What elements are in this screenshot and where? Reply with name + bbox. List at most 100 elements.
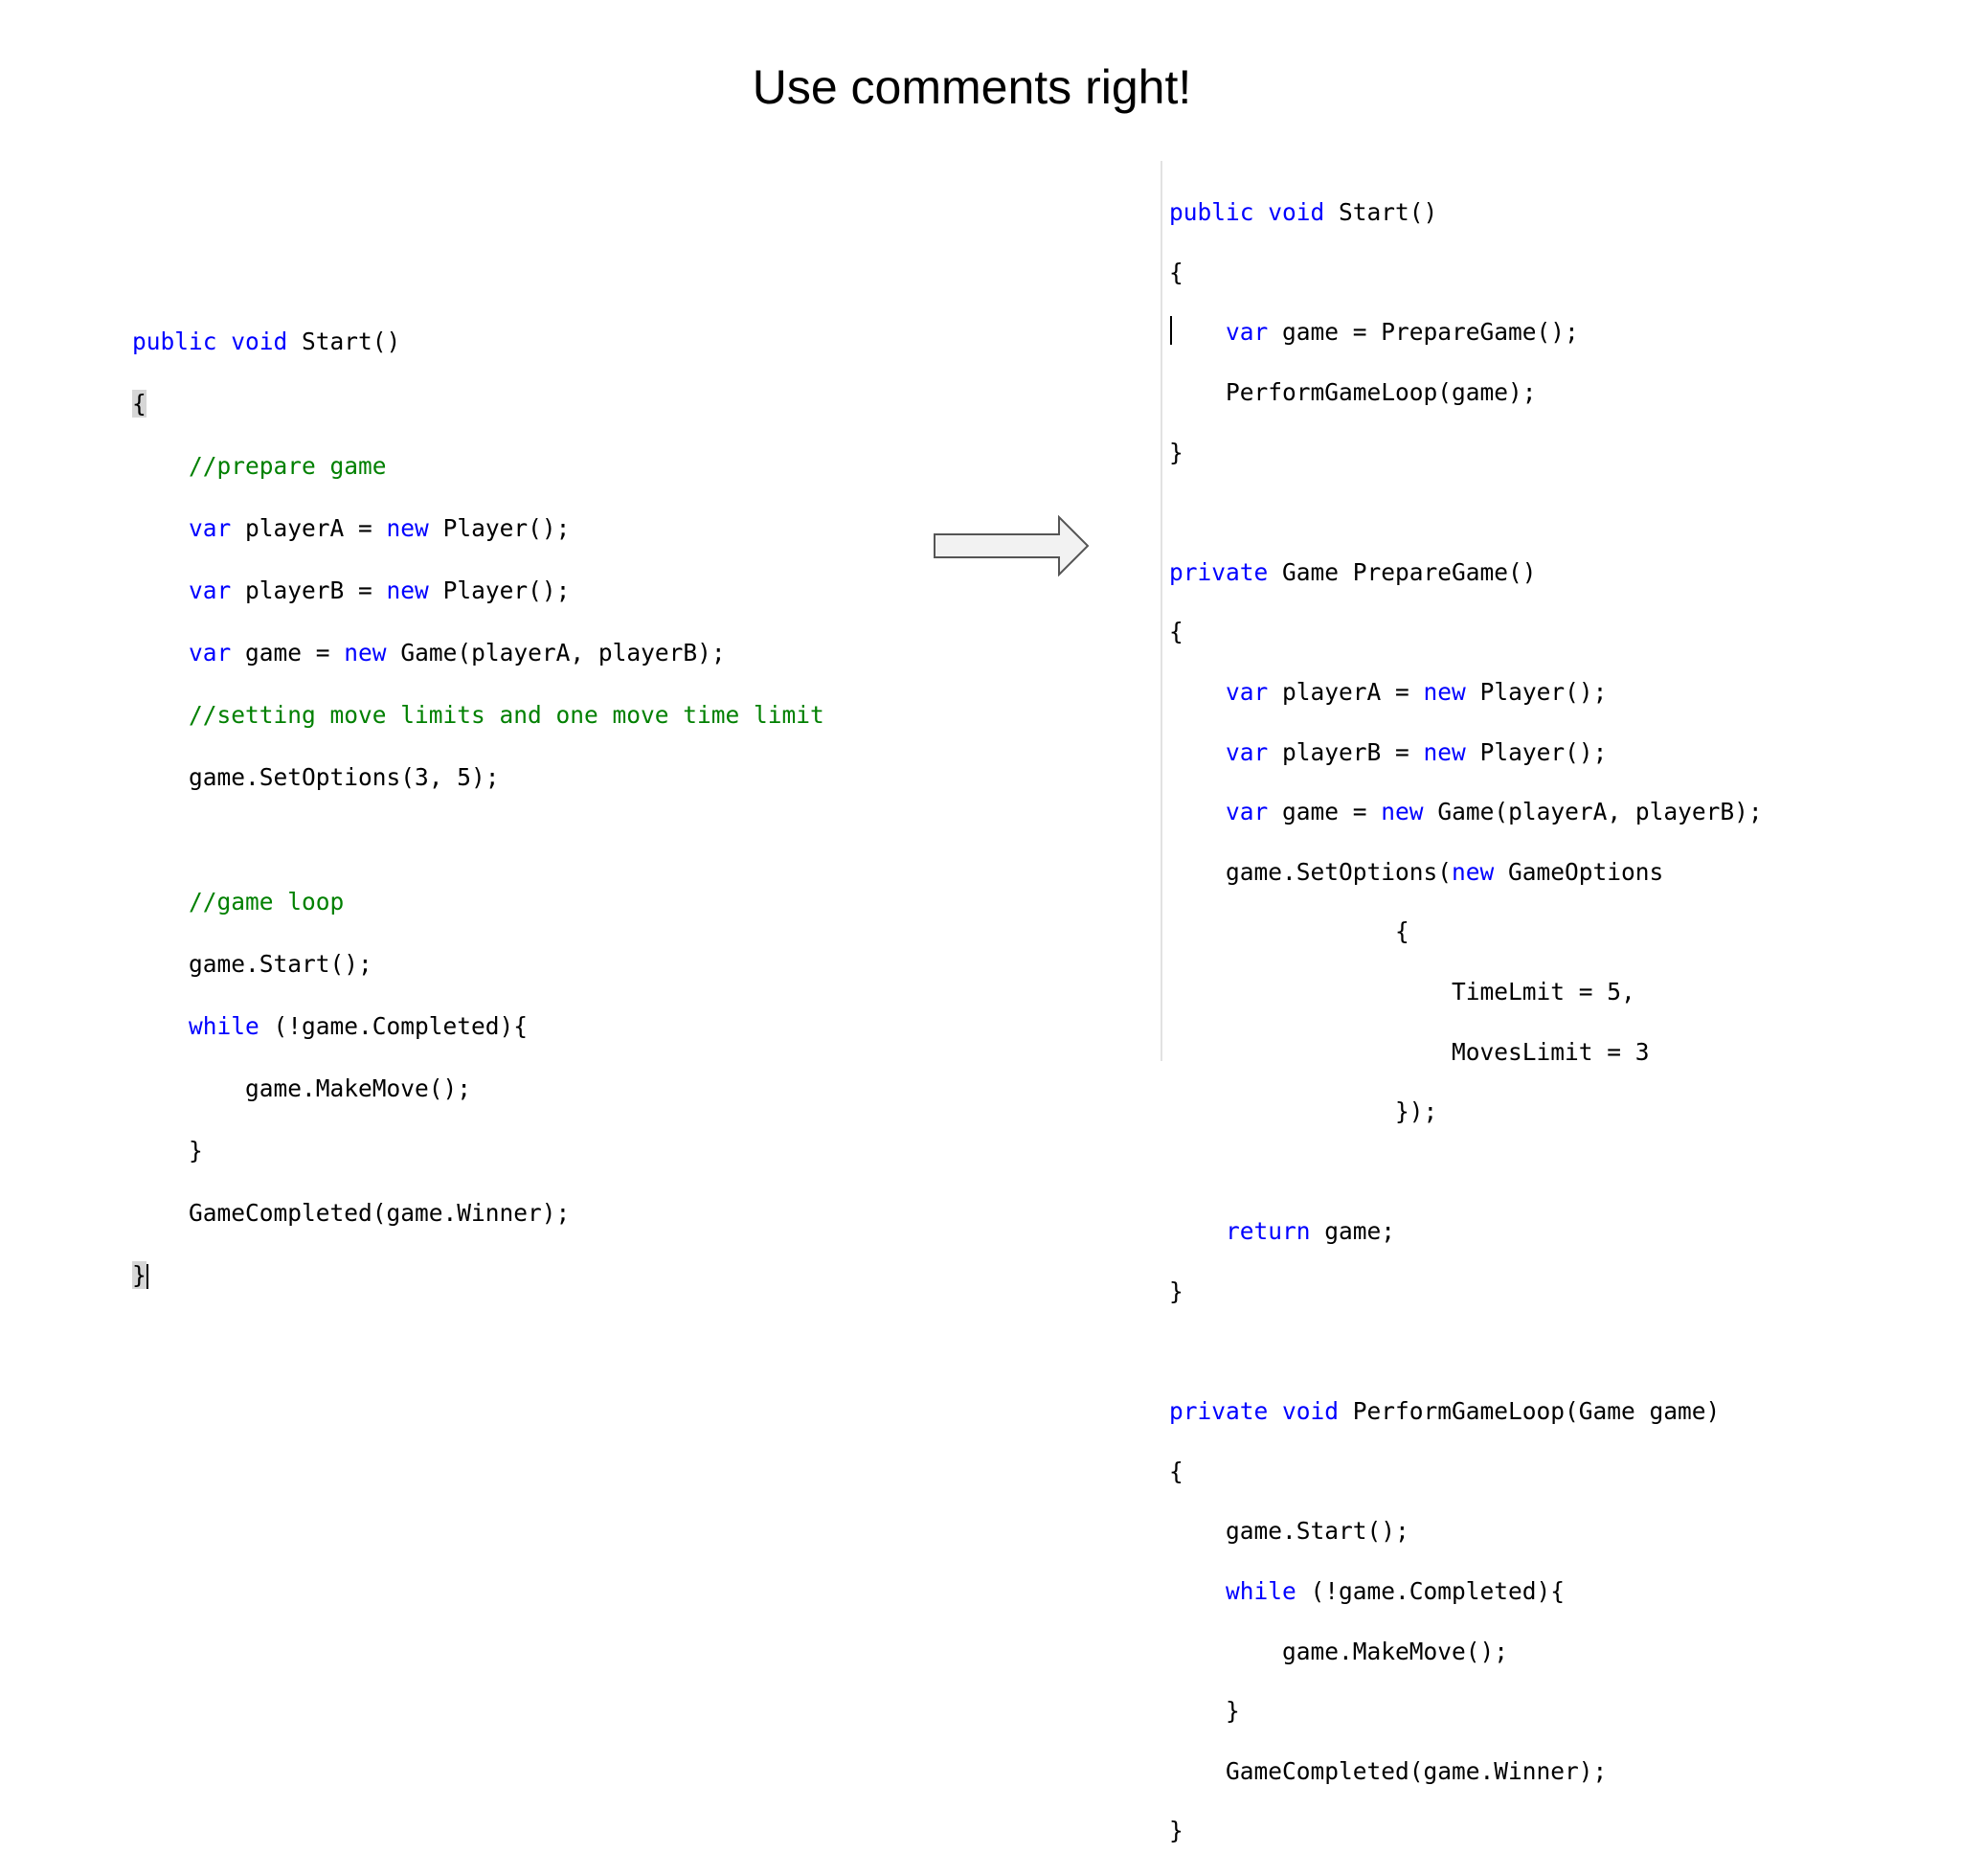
code-line-empty — [1169, 1157, 1763, 1187]
code-keyword: var — [1226, 737, 1269, 766]
code-text: MovesLimit = 3 — [1452, 1037, 1650, 1066]
code-line: GameCompleted(game.Winner); — [1169, 1756, 1763, 1786]
code-keyword: void — [231, 327, 288, 355]
code-keyword: var — [189, 576, 232, 604]
code-text: } — [1169, 438, 1183, 466]
code-line: GameCompleted(game.Winner); — [132, 1198, 824, 1230]
code-text: playerB = — [231, 576, 387, 604]
code-line: { — [1169, 258, 1763, 287]
code-line: } — [1169, 1696, 1763, 1726]
code-text: }); — [1395, 1097, 1438, 1126]
slide-title: Use comments right! — [752, 60, 1192, 114]
code-text: GameCompleted(game.Winner); — [1226, 1756, 1608, 1785]
code-text: Player(); — [1465, 737, 1608, 766]
code-line: PerformGameLoop(game); — [1169, 377, 1763, 407]
code-keyword: var — [189, 513, 232, 542]
code-text: { — [1169, 618, 1183, 646]
code-line: game.SetOptions(3, 5); — [132, 762, 824, 794]
code-text: Start() — [1324, 198, 1438, 227]
code-line: MovesLimit = 3 — [1169, 1037, 1763, 1067]
code-text: game.SetOptions(3, 5); — [189, 762, 500, 791]
code-text: PerformGameLoop(game); — [1226, 378, 1537, 407]
code-text: (!game.Completed){ — [259, 1011, 529, 1040]
code-keyword: public — [1169, 198, 1254, 227]
code-line: }); — [1169, 1096, 1763, 1126]
code-line: var game = new Game(playerA, playerB); — [132, 638, 824, 669]
code-text: (!game.Completed){ — [1296, 1576, 1566, 1605]
code-line: game.MakeMove(); — [1169, 1637, 1763, 1666]
text-caret — [146, 1263, 148, 1289]
code-text: game.Start(); — [189, 949, 372, 978]
code-line-empty — [1169, 497, 1763, 527]
code-text: game = PrepareGame(); — [1268, 318, 1579, 347]
code-line: public void Start() — [1169, 197, 1763, 227]
code-text: TimeLmit = 5, — [1452, 978, 1635, 1006]
code-keyword: new — [386, 576, 429, 604]
code-line: } — [1169, 1277, 1763, 1306]
code-keyword: new — [1423, 737, 1466, 766]
code-keyword: while — [189, 1011, 259, 1040]
brace-match-highlight: } — [132, 1260, 147, 1289]
code-text: Player(); — [428, 513, 571, 542]
code-comment: //setting move limits and one move time … — [189, 700, 824, 729]
code-text: Player(); — [428, 576, 571, 604]
right-arrow-icon — [934, 515, 1090, 576]
code-text: game.MakeMove(); — [245, 1074, 472, 1102]
code-text: game = — [1268, 798, 1382, 826]
code-line: { — [1169, 617, 1763, 646]
code-keyword: var — [1226, 798, 1269, 826]
code-line: { — [1169, 916, 1763, 946]
code-text: GameOptions — [1494, 857, 1664, 886]
code-keyword: new — [344, 638, 387, 667]
code-line: { — [1169, 1457, 1763, 1486]
code-keyword: var — [189, 638, 232, 667]
code-line: //game loop — [132, 887, 824, 918]
code-line-empty — [132, 825, 824, 856]
code-text: Player(); — [1465, 678, 1608, 707]
text-caret — [1170, 316, 1172, 345]
code-line: var game = PrepareGame(); — [1169, 317, 1763, 347]
code-line: var playerB = new Player(); — [132, 576, 824, 607]
code-keyword: var — [1226, 318, 1269, 347]
code-line: var playerA = new Player(); — [1169, 677, 1763, 707]
code-text: game.SetOptions( — [1226, 857, 1453, 886]
code-line: } — [1169, 1816, 1763, 1845]
code-line: return game; — [1169, 1216, 1763, 1246]
code-line: //setting move limits and one move time … — [132, 700, 824, 732]
code-before: public void Start() { //prepare game var… — [132, 295, 824, 1322]
code-line: game.MakeMove(); — [132, 1074, 824, 1105]
code-keyword: while — [1226, 1576, 1296, 1605]
code-text: Start() — [287, 327, 401, 355]
code-line: var playerB = new Player(); — [1169, 737, 1763, 767]
code-text: game.Start(); — [1226, 1517, 1409, 1546]
code-keyword: void — [1268, 198, 1325, 227]
code-keyword: var — [1226, 678, 1269, 707]
code-text: PerformGameLoop(Game game) — [1339, 1397, 1721, 1426]
code-keyword: new — [1452, 857, 1495, 886]
code-keyword: new — [386, 513, 429, 542]
code-line-empty — [1169, 1337, 1763, 1367]
code-text: game.MakeMove(); — [1282, 1637, 1509, 1665]
code-line: } — [132, 1136, 824, 1167]
code-text: } — [1226, 1697, 1240, 1726]
code-text: } — [189, 1136, 203, 1164]
code-text: Game(playerA, playerB); — [386, 638, 726, 667]
code-keyword: public — [132, 327, 217, 355]
code-comment: //prepare game — [189, 451, 387, 480]
code-line: private void PerformGameLoop(Game game) — [1169, 1396, 1763, 1426]
code-line: while (!game.Completed){ — [132, 1011, 824, 1043]
code-text: GameCompleted(game.Winner); — [189, 1198, 571, 1227]
code-text: game; — [1310, 1217, 1396, 1246]
code-text: } — [1169, 1277, 1183, 1305]
code-line: //prepare game — [132, 451, 824, 483]
code-text: playerA = — [1268, 678, 1424, 707]
code-keyword: void — [1282, 1397, 1340, 1426]
code-line: var playerA = new Player(); — [132, 513, 824, 545]
code-keyword: private — [1169, 1397, 1269, 1426]
code-line: TimeLmit = 5, — [1169, 977, 1763, 1006]
code-text: playerB = — [1268, 737, 1424, 766]
code-line: while (!game.Completed){ — [1169, 1576, 1763, 1606]
brace-match-highlight: { — [132, 389, 147, 418]
code-text: { — [1169, 258, 1183, 286]
code-line: game.Start(); — [1169, 1516, 1763, 1546]
